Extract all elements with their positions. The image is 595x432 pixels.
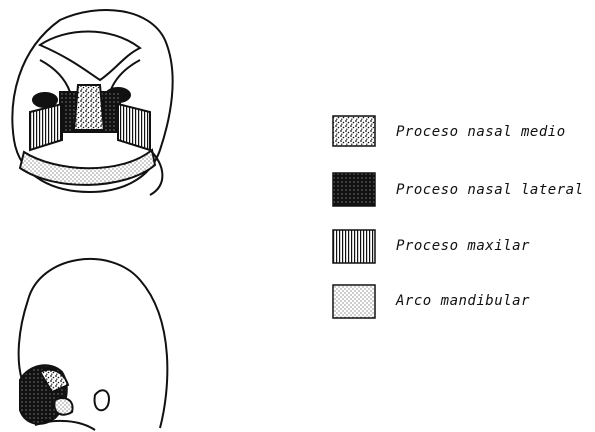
legend-label-nasal-lateral: Proceso nasal lateral: [396, 182, 584, 198]
lateral-lip: [54, 398, 72, 415]
maxillary-process-left: [30, 104, 62, 150]
medial-nasal-process-frontal: [74, 85, 104, 130]
swatch-mandibular: [333, 285, 375, 318]
legend: [333, 116, 375, 318]
legend-label-maxilar: Proceso maxilar: [396, 238, 530, 254]
lateral-view: [19, 259, 168, 430]
brow-line-left: [40, 60, 70, 92]
ear-outline: [95, 390, 109, 410]
swatch-maxilar: [333, 230, 375, 263]
legend-label-mandibular: Arco mandibular: [396, 293, 530, 309]
swatch-nasal-medio: [333, 116, 375, 146]
left-eye: [33, 93, 57, 107]
maxillary-process-right: [118, 104, 150, 150]
forehead-ridge: [40, 32, 140, 81]
legend-label-nasal-medio: Proceso nasal medio: [396, 124, 566, 140]
brow-line-right: [110, 60, 140, 92]
jaw-line: [35, 421, 95, 430]
swatch-nasal-lateral: [333, 173, 375, 206]
frontal-view: [12, 10, 172, 195]
